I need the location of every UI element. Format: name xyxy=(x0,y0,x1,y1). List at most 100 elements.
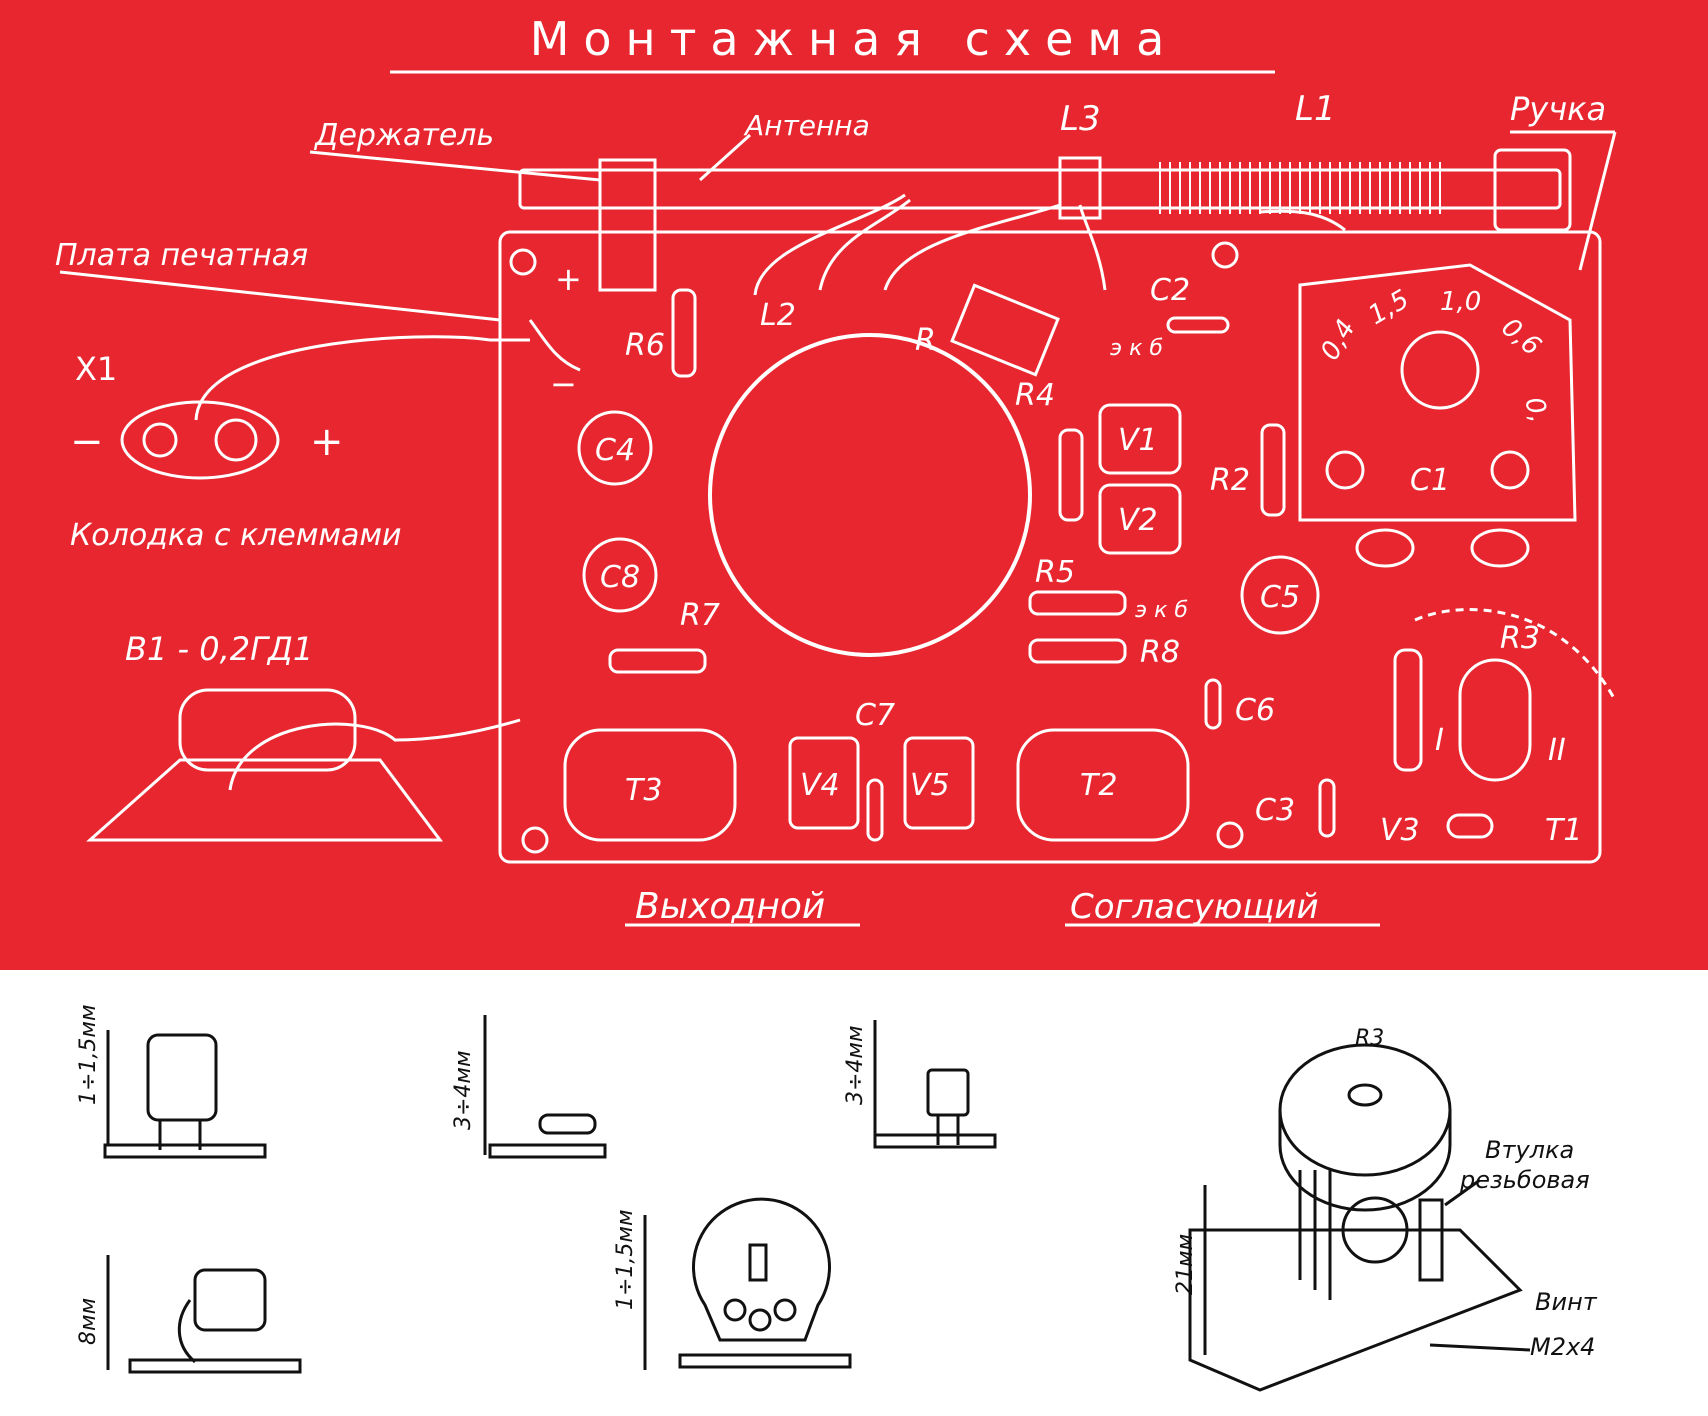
detail2-board xyxy=(488,1143,607,1159)
capacitor-C5 xyxy=(1240,555,1320,635)
dim4-label: 8мм xyxy=(76,1298,101,1345)
dim1-label: 1÷1,5мм xyxy=(76,1004,101,1105)
label-board: Плата печатная xyxy=(55,238,308,273)
detail3-board xyxy=(873,1133,997,1149)
detail5-trimmer xyxy=(692,1197,831,1342)
comp-R2: R2 xyxy=(1210,463,1250,498)
c1-pin-left xyxy=(1355,528,1415,568)
comp-V4: V4 xyxy=(800,768,840,803)
screw-label-2: М2х4 xyxy=(1530,1333,1595,1361)
resistor-R2 xyxy=(1260,423,1286,517)
circuit-lines xyxy=(59,130,1617,927)
label-minus: − xyxy=(70,419,104,465)
comp-C7: C7 xyxy=(855,698,895,733)
battery-wire xyxy=(194,335,491,421)
speaker-wire xyxy=(228,718,521,791)
terminal-plus xyxy=(214,418,258,462)
resistor-R8 xyxy=(1028,638,1127,664)
comp-C6: C6 xyxy=(1235,693,1275,728)
comp-R4: R4 xyxy=(1015,378,1055,413)
red-panel xyxy=(0,0,1708,970)
c1-pin-right xyxy=(1470,528,1530,568)
pins-V2: э к б xyxy=(1135,598,1188,623)
detail5-slot xyxy=(748,1243,768,1282)
comp-T3: T3 xyxy=(625,773,662,808)
transistor-V2-body xyxy=(1098,483,1182,555)
board-hole-tl xyxy=(509,248,537,276)
detail3-leads xyxy=(936,1115,960,1145)
comp-R: R xyxy=(915,323,936,358)
leader-bushing xyxy=(1444,1178,1481,1207)
printed-board xyxy=(498,230,1602,864)
detail6-knob-side xyxy=(1278,1110,1452,1212)
transistor-V4-body xyxy=(788,736,860,830)
board-hole-tr xyxy=(1211,241,1239,269)
comp-C5: C5 xyxy=(1260,580,1300,615)
label-speaker: В1 - 0,2ГД1 xyxy=(125,630,313,668)
capacitor-C3 xyxy=(1318,778,1336,838)
detail6-board xyxy=(1188,1228,1523,1392)
dim5-label: 1÷1,5мм xyxy=(613,1209,638,1310)
board-hole-bl xyxy=(521,826,549,854)
label-L3: L3 xyxy=(1060,99,1101,139)
dial-mark-2: 1,0 xyxy=(1440,287,1481,317)
c1-mount-left xyxy=(1325,450,1365,490)
comp-R7: R7 xyxy=(680,598,720,633)
trimmer-R4 xyxy=(950,283,1060,377)
board-hole-br xyxy=(1216,821,1244,849)
comp-R8: R8 xyxy=(1140,635,1180,670)
label-plus: + xyxy=(310,419,344,465)
comp-C2: C2 xyxy=(1150,273,1190,308)
r3-knob-edge xyxy=(1414,608,1617,701)
handle-knob xyxy=(1493,148,1572,232)
speaker-cone xyxy=(86,758,443,842)
capacitor-C7 xyxy=(866,778,884,842)
comp-T2: T2 xyxy=(1080,768,1117,803)
switch-T1 xyxy=(1446,813,1494,839)
bushing-label-2: резьбовая xyxy=(1459,1166,1590,1194)
capacitor-C4 xyxy=(577,410,653,486)
detail5-pin-c xyxy=(773,1298,797,1322)
detail4-transistor xyxy=(193,1268,267,1332)
label-holder: Держатель xyxy=(313,118,494,153)
antenna-holder xyxy=(598,158,657,292)
antenna-rod xyxy=(518,168,1562,210)
leader-handle-b xyxy=(1578,131,1617,271)
wire-L2-b xyxy=(818,198,911,291)
wire-L3-b xyxy=(1078,204,1107,291)
label-X1: X1 xyxy=(75,350,117,388)
detail6-r3-label: R3 xyxy=(1355,1026,1384,1051)
comp-C3: C3 xyxy=(1255,793,1295,828)
comp-R6: R6 xyxy=(625,328,665,363)
screw-label-1: Винт xyxy=(1535,1288,1598,1316)
wire-L2-a xyxy=(753,193,906,296)
comp-C8: C8 xyxy=(600,560,640,595)
comp-C4: C4 xyxy=(595,433,635,468)
transformer-T3 xyxy=(563,728,737,842)
wire-L3-a xyxy=(883,203,1061,291)
capacitor-C6 xyxy=(1204,678,1222,730)
comp-V5: V5 xyxy=(910,768,950,803)
board-minus: − xyxy=(550,365,577,403)
label-output: Выходной xyxy=(635,886,825,927)
comp-C1: C1 xyxy=(1410,463,1450,498)
transformer-T2 xyxy=(1016,728,1190,842)
coil-T1 xyxy=(1458,658,1532,782)
dim6-label: 21мм xyxy=(1173,1234,1198,1295)
label-L1: L1 xyxy=(1295,89,1336,129)
switch-wire xyxy=(528,319,581,372)
speaker-hole xyxy=(708,333,1032,657)
detail6-knob-top xyxy=(1278,1043,1452,1177)
component-labels: C4 C8 C5 C2 C1 C6 C3 C7 R6 R R4 R2 R5 R7… xyxy=(595,273,1582,848)
comp-R5: R5 xyxy=(1035,555,1075,590)
detail1-board xyxy=(103,1143,267,1159)
detail5-pin-b xyxy=(748,1308,772,1332)
detail5-board xyxy=(678,1353,852,1369)
bushing-label-1: Втулка xyxy=(1485,1136,1574,1164)
resistor-R4-lead xyxy=(1058,428,1084,522)
comp-coil-I: I xyxy=(1435,723,1444,758)
label-matching: Согласующий xyxy=(1070,887,1319,927)
pins-V1: э к б xyxy=(1110,336,1163,361)
leader-holder xyxy=(309,150,601,182)
